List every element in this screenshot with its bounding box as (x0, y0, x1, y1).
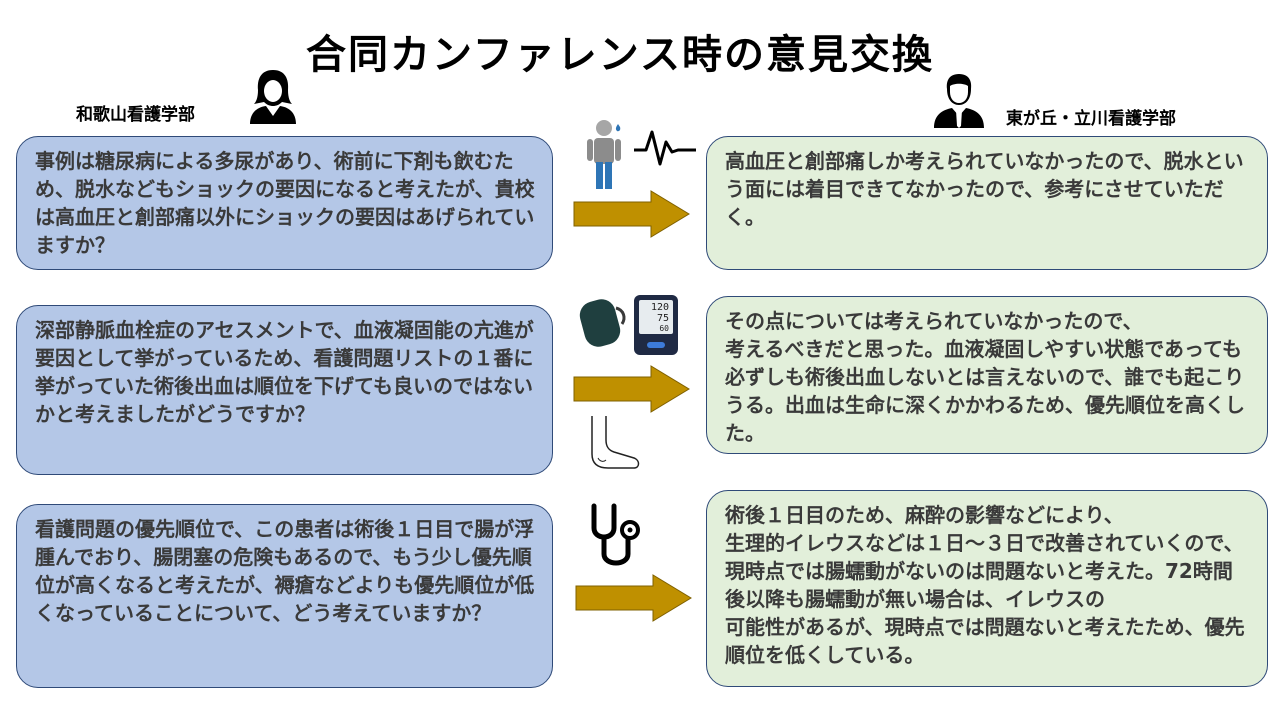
answer-bubble-2: その点については考えられていなかったので、 考えるべきだと思った。血液凝固しやす… (706, 296, 1268, 454)
female-person-icon (250, 70, 296, 124)
answer-bubble-3: 術後１日目のため、麻酔の影響などにより、 生理的イレウスなどは１日～３日で改善さ… (706, 490, 1268, 687)
arrow-right-icon (573, 190, 690, 238)
heartbeat-icon (634, 130, 696, 166)
question-bubble-1: 事例は糖尿病による多尿があり、術前に下剤も飲むため、脱水などもショックの要因にな… (16, 136, 553, 270)
monitor-reading-2: 75 (657, 313, 669, 324)
question-bubble-2: 深部静脈血栓症のアセスメントで、血液凝固能の亢進が要因として挙がっているため、看… (16, 305, 553, 475)
patient-sweat-icon (587, 120, 621, 189)
bp-monitor-icon: 120 75 60 (634, 295, 678, 355)
question-bubble-3: 看護問題の優先順位で、この患者は術後１日目で腸が浮腫んでおり、腸閉塞の危険もある… (16, 504, 553, 688)
right-school-label: 東が丘・立川看護学部 (1006, 109, 1176, 129)
bp-cuff-icon (579, 299, 626, 347)
left-school-label: 和歌山看護学部 (76, 105, 195, 125)
male-person-icon (934, 74, 984, 128)
arrow-right-icon (573, 365, 690, 413)
monitor-reading-1: 120 (651, 302, 669, 313)
foot-icon (591, 416, 640, 469)
stethoscope-icon (591, 503, 640, 566)
page-title: 合同カンファレンス時の意見交換 (306, 32, 934, 78)
answer-bubble-1: 高血圧と創部痛しか考えられていなかったので、脱水という面には着目できてなかったの… (706, 136, 1268, 270)
arrow-right-icon (575, 574, 692, 622)
monitor-reading-3: 60 (659, 324, 669, 333)
